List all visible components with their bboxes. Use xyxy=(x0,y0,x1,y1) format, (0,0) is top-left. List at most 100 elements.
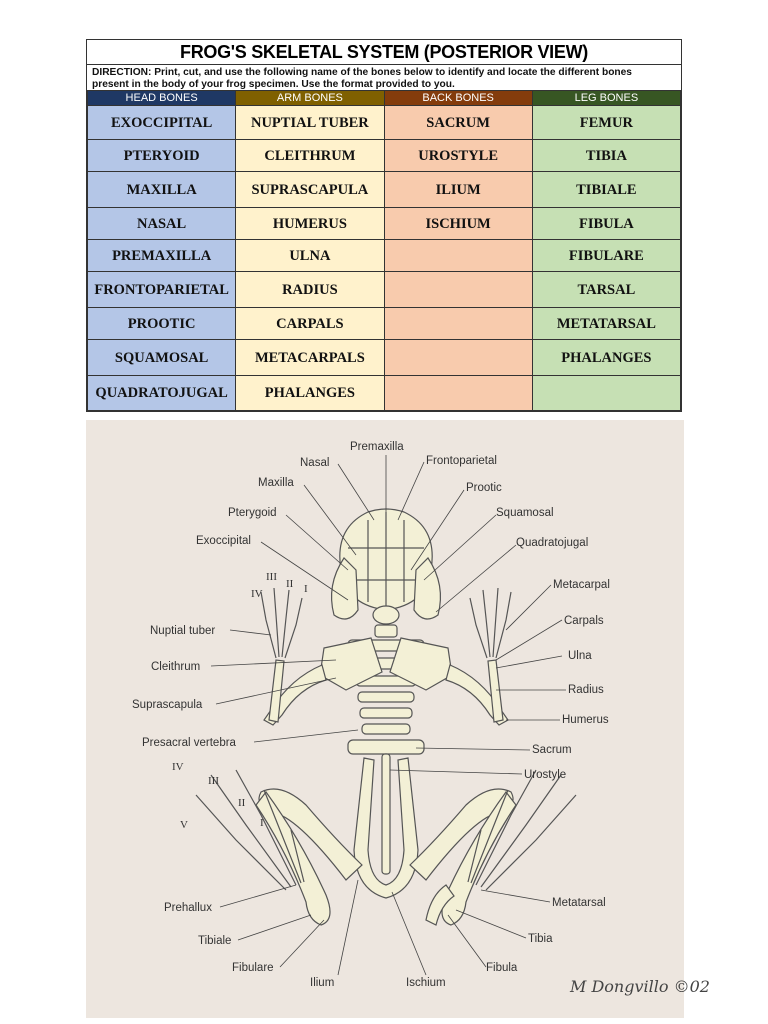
bone-cell: FIBULA xyxy=(531,207,682,240)
bone-cell xyxy=(383,375,533,411)
direction-text: DIRECTION: Print, cut, and use the follo… xyxy=(87,65,681,90)
label-fibulare: Fibulare xyxy=(232,962,274,974)
bone-cell: PTERYOID xyxy=(86,139,237,172)
foot-digit-ii: II xyxy=(238,797,246,809)
bone-cell xyxy=(383,239,533,272)
label-ilium: Ilium xyxy=(310,977,334,989)
table-row: SQUAMOSAL METACARPALS PHALANGES xyxy=(86,339,682,376)
label-nasal: Nasal xyxy=(300,457,329,469)
header-arm-bones: ARM BONES xyxy=(235,90,385,106)
bone-cell: TIBIALE xyxy=(531,171,682,208)
label-ulna: Ulna xyxy=(568,650,592,662)
bone-labels: Premaxilla Nasal Frontoparietal Maxilla … xyxy=(132,441,610,989)
label-pterygoid: Pterygoid xyxy=(228,507,277,519)
bone-cell xyxy=(383,307,533,340)
label-squamosal: Squamosal xyxy=(496,507,554,519)
label-prootic: Prootic xyxy=(466,482,502,494)
bone-cell: QUADRATOJUGAL xyxy=(86,375,237,411)
label-suprascapula: Suprascapula xyxy=(132,699,203,711)
bone-cell: MAXILLA xyxy=(86,171,237,208)
bone-cell: METATARSAL xyxy=(531,307,682,340)
bone-cell: SQUAMOSAL xyxy=(86,339,237,376)
hand-digit-iv: IV xyxy=(251,588,263,600)
table-row: MAXILLA SUPRASCAPULA ILIUM TIBIALE xyxy=(86,171,682,208)
label-metatarsal: Metatarsal xyxy=(552,897,606,909)
label-exoccipital: Exoccipital xyxy=(196,535,251,547)
worksheet-title: FROG'S SKELETAL SYSTEM (POSTERIOR VIEW) xyxy=(87,40,681,65)
label-quadratojugal: Quadratojugal xyxy=(516,537,588,549)
foot-digit-v: V xyxy=(180,819,188,831)
artist-signature: M Dongvillo ©02 xyxy=(569,977,710,996)
bone-cell: FRONTOPARIETAL xyxy=(86,271,237,308)
foot-digit-iv: IV xyxy=(172,761,184,773)
bone-cell: EXOCCIPITAL xyxy=(86,105,237,140)
label-cleithrum: Cleithrum xyxy=(151,661,200,673)
label-premaxilla: Premaxilla xyxy=(350,441,404,453)
table-row: EXOCCIPITAL NUPTIAL TUBER SACRUM FEMUR xyxy=(86,105,682,140)
label-presacral-vertebra: Presacral vertebra xyxy=(142,737,237,749)
label-radius: Radius xyxy=(568,684,604,696)
bone-cell: SUPRASCAPULA xyxy=(235,171,385,208)
bone-cell: UROSTYLE xyxy=(383,139,533,172)
bone-cell xyxy=(383,271,533,308)
frog-skeleton-figure: Premaxilla Nasal Frontoparietal Maxilla … xyxy=(86,420,710,1018)
bone-cell: ISCHIUM xyxy=(383,207,533,240)
skull xyxy=(331,508,441,625)
label-urostyle: Urostyle xyxy=(524,769,566,781)
table-row: FRONTOPARIETAL RADIUS TARSAL xyxy=(86,271,682,308)
bone-cell xyxy=(383,339,533,376)
header-leg-bones: LEG BONES xyxy=(531,90,682,106)
bones-table: HEAD BONES ARM BONES BACK BONES LEG BONE… xyxy=(86,90,682,411)
bone-cell: PHALANGES xyxy=(235,375,385,411)
label-frontoparietal: Frontoparietal xyxy=(426,455,497,467)
bone-cell: METACARPALS xyxy=(235,339,385,376)
label-fibula: Fibula xyxy=(486,962,518,974)
label-ischium: Ischium xyxy=(406,977,446,989)
label-metacarpal: Metacarpal xyxy=(553,579,610,591)
digit-numerals: III II IV I IV III II V I xyxy=(172,571,308,831)
table-row: PROOTIC CARPALS METATARSAL xyxy=(86,307,682,340)
foot-digit-i: I xyxy=(260,817,264,829)
bone-cell: CARPALS xyxy=(235,307,385,340)
bone-cell: NASAL xyxy=(86,207,237,240)
bone-cell: NUPTIAL TUBER xyxy=(235,105,385,140)
leader-lines xyxy=(210,455,566,976)
label-maxilla: Maxilla xyxy=(258,477,294,489)
pectoral-girdle xyxy=(319,637,453,691)
bone-cell: FIBULARE xyxy=(531,239,682,272)
label-nuptial-tuber: Nuptial tuber xyxy=(150,625,215,637)
bone-cell: FEMUR xyxy=(531,105,682,140)
frog-skeleton-diagram: Premaxilla Nasal Frontoparietal Maxilla … xyxy=(132,441,710,996)
bone-cell: TARSAL xyxy=(531,271,682,308)
hand-digit-ii: II xyxy=(286,578,294,590)
label-prehallux: Prehallux xyxy=(164,902,212,914)
label-sacrum: Sacrum xyxy=(532,744,572,756)
table-row: PREMAXILLA ULNA FIBULARE xyxy=(86,239,682,272)
bone-cell xyxy=(531,375,682,411)
arms xyxy=(260,587,512,726)
bone-cell: CLEITHRUM xyxy=(235,139,385,172)
bone-cell: RADIUS xyxy=(235,271,385,308)
label-tibia: Tibia xyxy=(528,933,553,945)
pelvis xyxy=(353,757,419,899)
header-back-bones: BACK BONES xyxy=(383,90,533,106)
legs xyxy=(195,769,577,926)
worksheet: FROG'S SKELETAL SYSTEM (POSTERIOR VIEW) … xyxy=(86,39,682,412)
bone-cell: TIBIA xyxy=(531,139,682,172)
bone-cell: PHALANGES xyxy=(531,339,682,376)
hand-digit-iii: III xyxy=(266,571,277,583)
label-humerus: Humerus xyxy=(562,714,609,726)
foot-digit-iii: III xyxy=(208,775,219,787)
bone-cell: HUMERUS xyxy=(235,207,385,240)
table-row: QUADRATOJUGAL PHALANGES xyxy=(86,375,682,411)
bone-cell: ILIUM xyxy=(383,171,533,208)
direction-line-1: DIRECTION: Print, cut, and use the follo… xyxy=(92,67,632,78)
hand-digit-i: I xyxy=(304,583,308,595)
table-row: PTERYOID CLEITHRUM UROSTYLE TIBIA xyxy=(86,139,682,172)
bone-cell: PROOTIC xyxy=(86,307,237,340)
bone-cell: ULNA xyxy=(235,239,385,272)
label-carpals: Carpals xyxy=(564,615,604,627)
table-row: NASAL HUMERUS ISCHIUM FIBULA xyxy=(86,207,682,240)
header-head-bones: HEAD BONES xyxy=(86,90,237,106)
label-tibiale: Tibiale xyxy=(198,935,231,947)
